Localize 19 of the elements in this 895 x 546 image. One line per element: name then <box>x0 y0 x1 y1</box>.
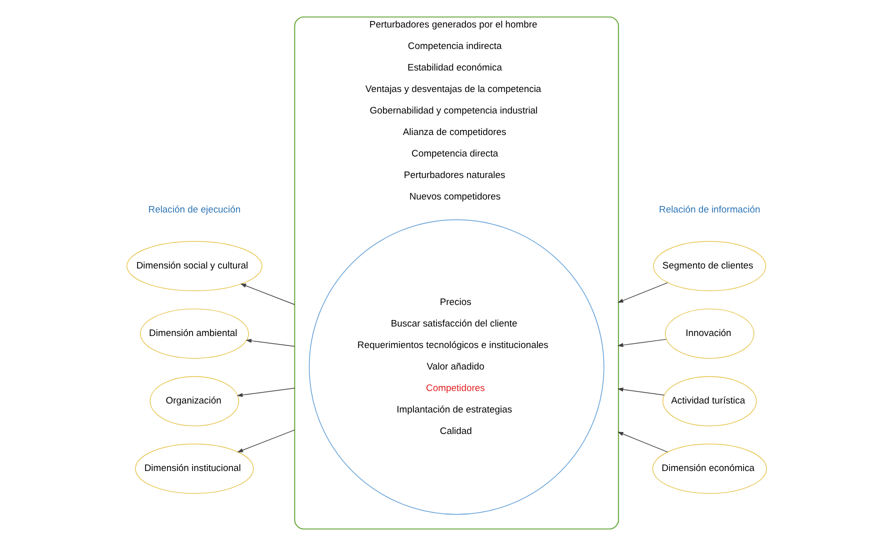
arrow <box>617 282 668 303</box>
arrow <box>617 432 668 452</box>
node-ellipse: Dimensión social y cultural <box>126 241 262 292</box>
arrow <box>246 338 296 347</box>
node-ellipse: Dimensión ambiental <box>140 308 249 359</box>
node-ellipse: Actividad turística <box>662 376 757 426</box>
node-ellipse: Segmento de clientes <box>653 241 766 292</box>
arrow <box>617 338 667 348</box>
node-ellipse: Organización <box>150 376 240 426</box>
arrow <box>236 388 296 397</box>
node-ellipse: Innovación <box>664 308 754 359</box>
label: Relación de ejecución <box>148 204 241 216</box>
arrow <box>617 388 665 396</box>
node-ellipse: Dimensión económica <box>652 444 767 494</box>
label: Relación de información <box>659 204 760 216</box>
node-ellipse: Dimensión institucional <box>135 444 254 494</box>
arrow <box>240 284 296 305</box>
node-circle: Precios Buscar satisfacción del cliente Requerimientos tecnológicos e institucionales Valor añadido Competidores Implantación de estrategias Calidad <box>308 219 604 515</box>
arrow <box>237 430 296 452</box>
